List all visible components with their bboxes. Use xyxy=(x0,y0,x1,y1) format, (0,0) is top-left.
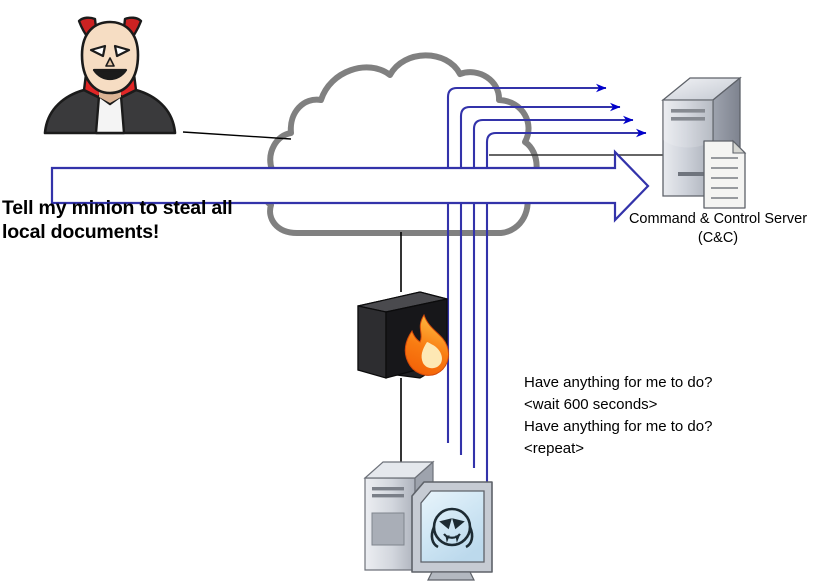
command-control-server-icon xyxy=(661,76,747,209)
attacker-command-text: Tell my minion to steal all local docume… xyxy=(2,197,233,244)
infected-computer-icon xyxy=(363,460,493,581)
cnc-server-label: Command & Control Server (C&C) xyxy=(628,211,808,247)
devil-vampire-attacker-icon xyxy=(43,16,177,135)
beacon-path-group xyxy=(446,83,647,482)
command-block-arrow xyxy=(50,149,650,223)
vampire-face-icon xyxy=(430,507,474,549)
beacon-arrow-2 xyxy=(459,102,621,455)
internet-cloud-icon xyxy=(259,52,540,236)
firewall-icon xyxy=(357,291,450,379)
beacon-arrow-4 xyxy=(485,128,647,482)
beacon-log-text: Have anything for me to do? <wait 600 se… xyxy=(524,374,713,458)
beacon-arrow-1 xyxy=(446,83,607,443)
beacon-arrow-3 xyxy=(472,115,634,468)
attacker-to-cloud-line xyxy=(182,131,292,140)
